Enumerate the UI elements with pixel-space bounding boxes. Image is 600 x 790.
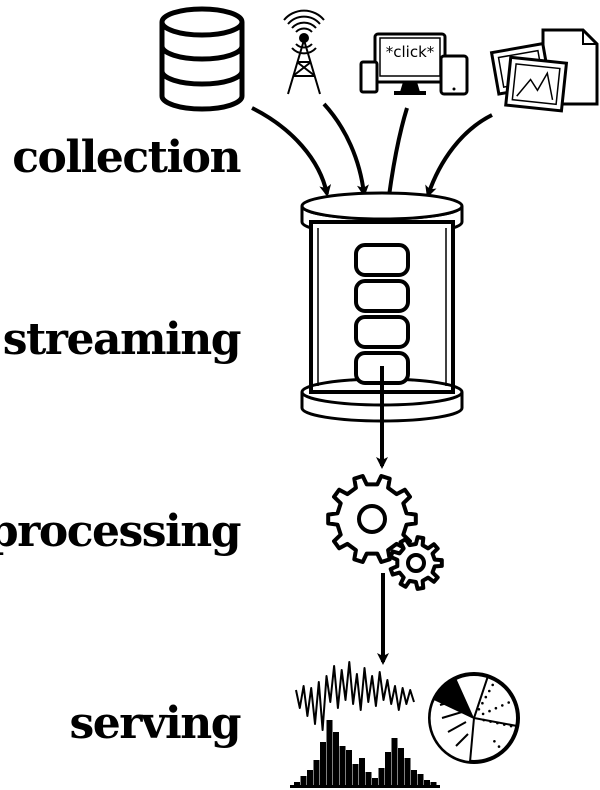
histogram-bar	[398, 748, 404, 786]
arrow-antenna-to-stream	[322, 102, 369, 197]
histogram-bar	[307, 770, 313, 786]
stage-label-streaming: streaming	[2, 314, 242, 365]
stage-label-serving: serving	[69, 698, 242, 749]
histogram-bar	[365, 772, 372, 786]
gears-icon	[326, 474, 444, 591]
queue-block	[354, 243, 410, 277]
histogram-bar	[404, 758, 411, 786]
database-icon	[159, 6, 245, 112]
histogram-bar	[417, 774, 424, 786]
queue-block	[354, 279, 410, 313]
histogram-bar	[333, 732, 339, 786]
histogram-bar	[339, 746, 346, 786]
histogram-bar	[294, 782, 300, 786]
histogram-bar	[424, 780, 430, 786]
histogram-bar	[391, 738, 398, 786]
histogram-bar	[359, 758, 365, 786]
histogram-bar	[352, 764, 359, 786]
arrow-photos-to-stream	[425, 113, 493, 198]
pie-chart-icon	[428, 672, 520, 764]
histogram-bar	[346, 750, 352, 786]
histogram-bar	[372, 778, 378, 786]
photos-icon	[489, 28, 599, 113]
histogram-bar	[313, 760, 320, 786]
click-text: *click*	[386, 43, 435, 61]
arrow-database-to-stream	[251, 106, 332, 197]
pie-divider	[473, 717, 518, 727]
stage-label-processing: processing	[0, 506, 242, 557]
histogram-bar	[385, 752, 391, 786]
pie-divider	[473, 675, 489, 719]
bar-histogram-icon	[290, 720, 440, 788]
histogram-bar	[430, 782, 437, 786]
gear-small	[388, 535, 444, 591]
antenna-icon	[283, 9, 325, 95]
devices-icon: *click*	[359, 32, 469, 96]
histogram-bar	[378, 768, 385, 786]
queue-block	[354, 315, 410, 349]
histogram-bar	[411, 770, 417, 786]
histogram-baseline	[290, 785, 440, 788]
waveform-icon	[295, 661, 415, 731]
histogram-bar	[320, 742, 326, 786]
gear-large	[326, 474, 418, 564]
pie-slice-dark	[434, 678, 474, 718]
stage-label-collection: collection	[12, 132, 241, 183]
histogram-bar	[326, 720, 333, 786]
histogram-bar	[300, 776, 307, 786]
